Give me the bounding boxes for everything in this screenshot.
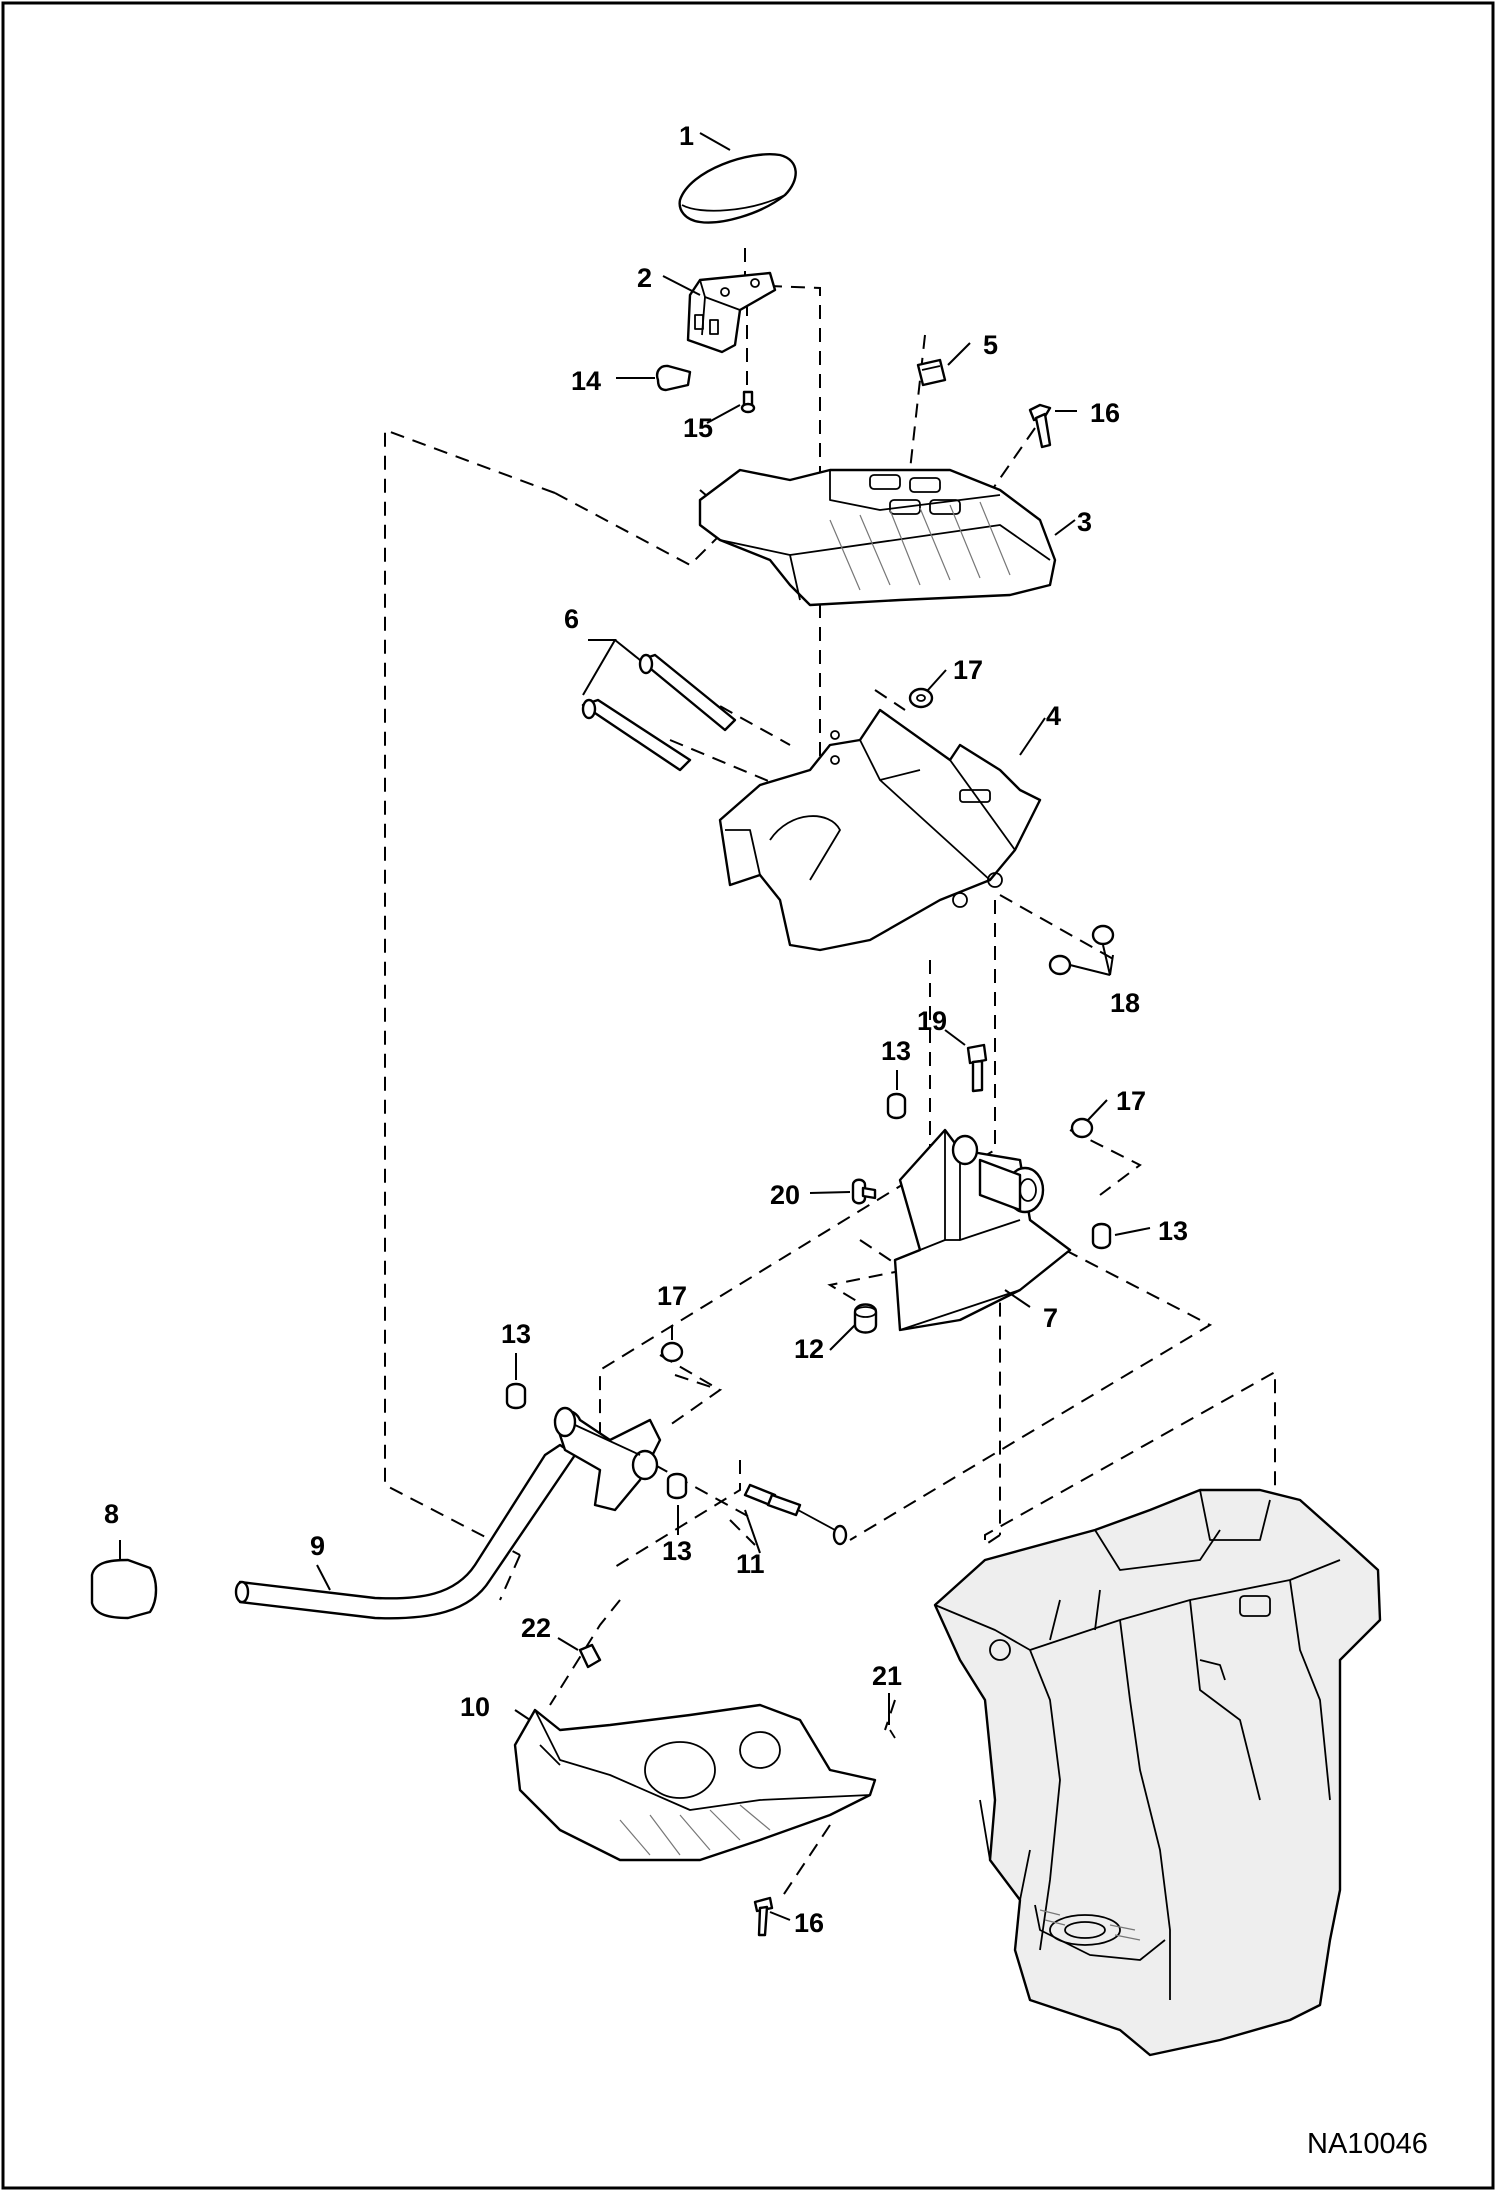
callout-13-lower: 13 <box>662 1536 692 1566</box>
part-12-bushing <box>853 1303 878 1334</box>
callout-6: 6 <box>564 604 579 634</box>
part-9-lever <box>234 1406 662 1620</box>
callout-17-lower: 17 <box>657 1281 687 1311</box>
drawing-id: NA10046 <box>1307 2128 1428 2160</box>
leader-lines <box>119 132 1151 1921</box>
callout-8: 8 <box>104 1499 119 1529</box>
part-7-support-bracket <box>893 1128 1072 1332</box>
part-5-clip <box>916 358 947 387</box>
part-13-bushing-upper <box>886 1092 907 1120</box>
part-21-pin <box>889 1729 896 1739</box>
callout-labels: 1 2 14 15 5 16 3 6 17 4 18 19 13 17 20 1… <box>104 121 1188 1938</box>
callout-1: 1 <box>679 121 694 151</box>
part-17-nut-right <box>1070 1117 1094 1139</box>
part-16-screw-lower <box>753 1896 774 1937</box>
part-13-bushing-lower <box>666 1472 688 1500</box>
part-2-bracket <box>686 271 777 354</box>
part-22-clip <box>578 1643 602 1669</box>
part-17-nut-lower <box>660 1341 684 1363</box>
part-17-nut-top <box>908 687 934 709</box>
callout-16-upper: 16 <box>1090 398 1120 428</box>
callout-17-right: 17 <box>1116 1086 1146 1116</box>
callout-4: 4 <box>1046 701 1061 731</box>
part-15-screw <box>740 390 756 414</box>
part-14-bolt <box>655 364 692 392</box>
part-20-bolt <box>851 1178 877 1205</box>
part-19-bolt <box>966 1043 988 1093</box>
callout-3: 3 <box>1077 507 1092 537</box>
part-16-screw-upper <box>1028 403 1052 449</box>
callout-15: 15 <box>683 413 713 443</box>
callout-13-right: 13 <box>1158 1216 1188 1246</box>
callout-22: 22 <box>521 1613 551 1643</box>
part-13-bushing-right <box>1091 1222 1112 1250</box>
callout-12: 12 <box>794 1334 824 1364</box>
part-4-mounting-bracket <box>718 708 1042 952</box>
callout-16-lower: 16 <box>794 1908 824 1938</box>
console-housing <box>933 1488 1382 2057</box>
callout-9: 9 <box>310 1531 325 1561</box>
callout-21: 21 <box>872 1661 902 1691</box>
part-6-bolts <box>581 653 737 772</box>
callout-10: 10 <box>460 1692 490 1722</box>
callout-20: 20 <box>770 1180 800 1210</box>
part-10-lower-cover <box>513 1703 877 1862</box>
callout-2: 2 <box>637 263 652 293</box>
part-11-damper <box>743 1483 848 1546</box>
callout-7: 7 <box>1043 1303 1058 1333</box>
callout-14: 14 <box>571 366 601 396</box>
callout-13-left: 13 <box>501 1319 531 1349</box>
callout-5: 5 <box>983 330 998 360</box>
callout-17-top: 17 <box>953 655 983 685</box>
part-8-knob <box>90 1558 158 1620</box>
callout-19: 19 <box>917 1006 947 1036</box>
part-3-top-cover <box>698 468 1057 607</box>
callout-11: 11 <box>736 1549 765 1579</box>
callout-13-upper: 13 <box>881 1036 911 1066</box>
part-1-cap <box>678 153 797 224</box>
callout-18: 18 <box>1110 988 1140 1018</box>
part-13-bushing-left <box>505 1382 527 1410</box>
